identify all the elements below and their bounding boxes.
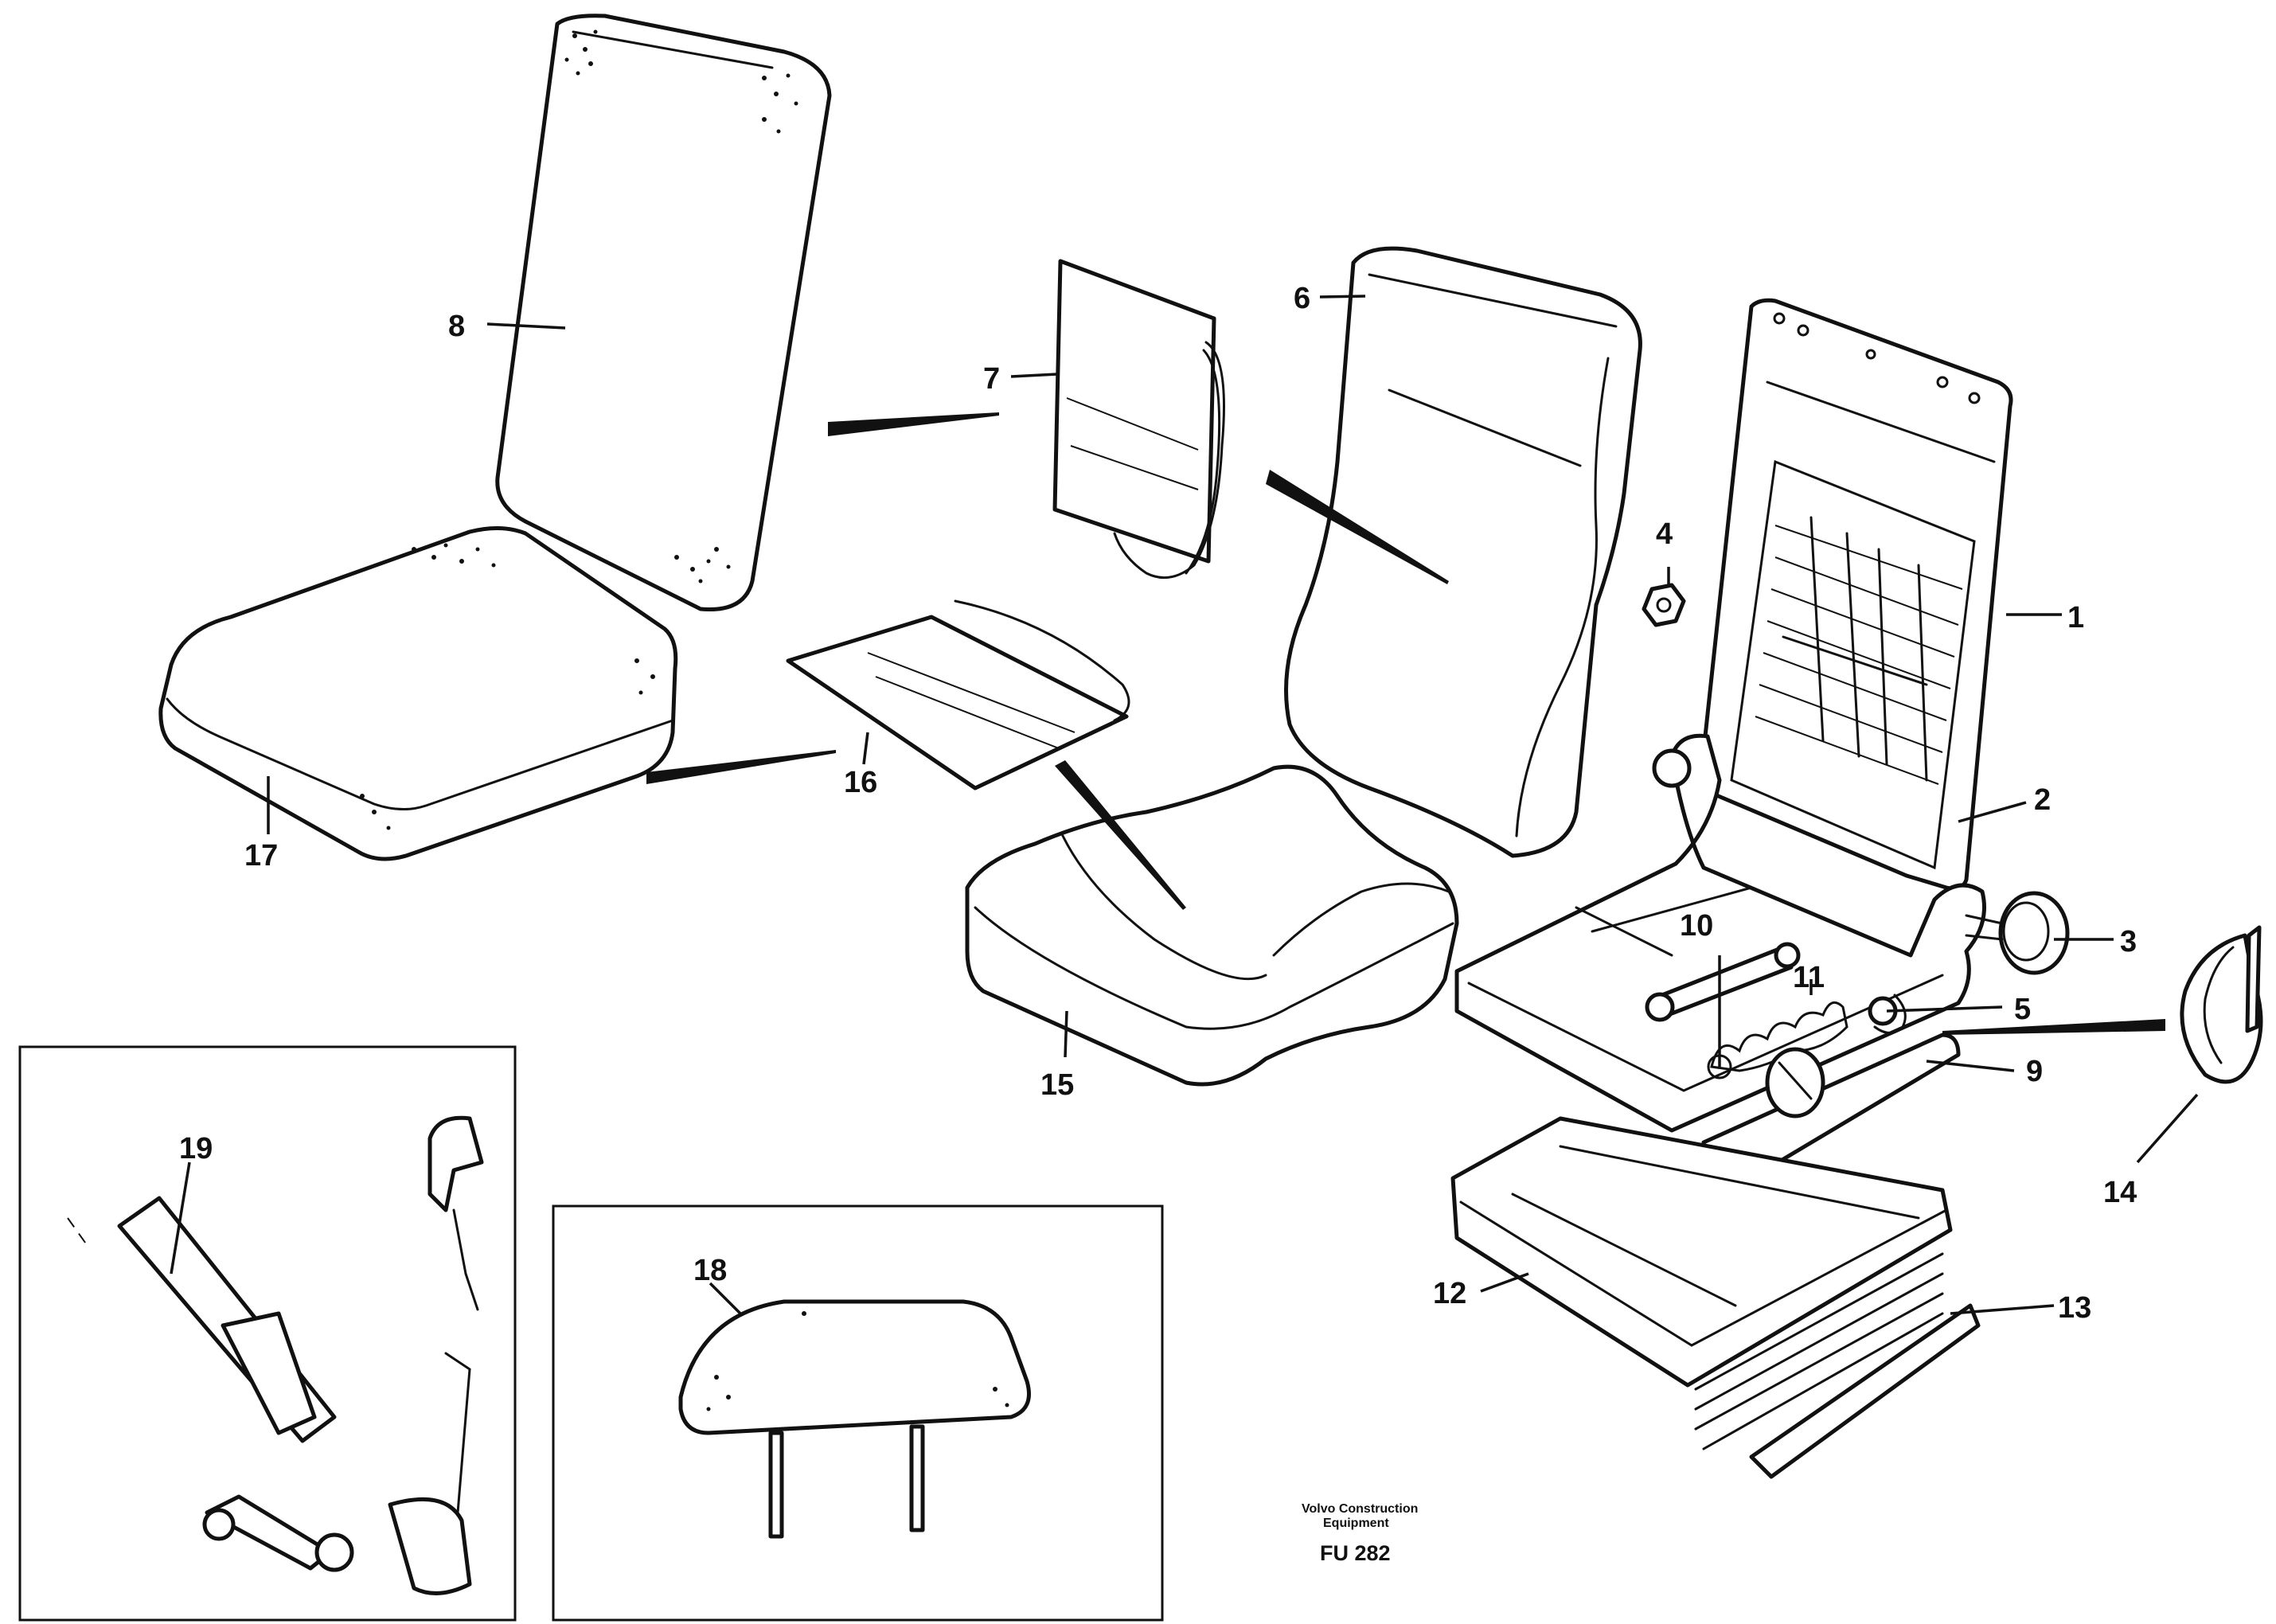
callout-10: 10 bbox=[1680, 909, 1713, 943]
nut-4 bbox=[1642, 583, 1686, 627]
adjustment-knob-3 bbox=[1965, 891, 2070, 975]
seat-cushion-17 bbox=[158, 525, 678, 861]
caption-code: FU 282 bbox=[1320, 1541, 1391, 1565]
backrest-padding-6 bbox=[1284, 246, 1642, 858]
callout-18: 18 bbox=[693, 1254, 727, 1287]
backrest-frame-1 bbox=[1697, 298, 2013, 891]
callout-4: 4 bbox=[1656, 517, 1673, 551]
callout-12: 12 bbox=[1433, 1277, 1466, 1310]
caption-company-line1: Volvo Construction bbox=[1302, 1502, 1418, 1516]
caption-company-line2: Equipment bbox=[1323, 1517, 1389, 1530]
headrest-inset bbox=[552, 1204, 1164, 1622]
callout-19: 19 bbox=[179, 1132, 213, 1165]
base-frame-12 bbox=[1450, 1116, 1953, 1388]
callout-1: 1 bbox=[2067, 601, 2084, 634]
callout-2: 2 bbox=[2034, 783, 2051, 817]
bellows-13 bbox=[1694, 1252, 1981, 1479]
callout-13: 13 bbox=[2058, 1291, 2091, 1325]
seat-padding-15 bbox=[965, 764, 1459, 1087]
callout-3: 3 bbox=[2120, 925, 2137, 958]
callout-6: 6 bbox=[1294, 282, 1310, 315]
shock-absorber-10 bbox=[1591, 886, 1801, 1022]
callout-5: 5 bbox=[2014, 993, 2031, 1026]
callout-labels: 1 2 3 4 5 6 7 8 9 10 11 12 13 14 15 16 1… bbox=[179, 282, 2137, 1325]
seat-belt-inset bbox=[18, 1045, 517, 1622]
callout-9: 9 bbox=[2026, 1055, 2043, 1088]
caption: Volvo Construction Equipment FU 282 bbox=[1302, 1502, 1418, 1565]
seat-frame-2 bbox=[1454, 733, 1986, 1133]
callout-17: 17 bbox=[244, 839, 278, 873]
backrest-cushion-8 bbox=[495, 14, 832, 612]
callout-11: 11 bbox=[1793, 961, 1825, 994]
callout-leaders bbox=[267, 295, 2199, 1315]
backrest-heater-pad-7 bbox=[1052, 259, 1225, 580]
callout-14: 14 bbox=[2103, 1176, 2137, 1209]
height-adjuster-9 bbox=[1701, 1033, 1961, 1183]
callout-7: 7 bbox=[983, 362, 1000, 396]
strap-14 bbox=[2180, 925, 2263, 1084]
seat-heater-pad-16 bbox=[786, 599, 1130, 791]
callout-8: 8 bbox=[448, 310, 465, 343]
callout-15: 15 bbox=[1040, 1068, 1074, 1102]
callout-16: 16 bbox=[844, 766, 877, 799]
assembly-wedges bbox=[646, 412, 2165, 1035]
